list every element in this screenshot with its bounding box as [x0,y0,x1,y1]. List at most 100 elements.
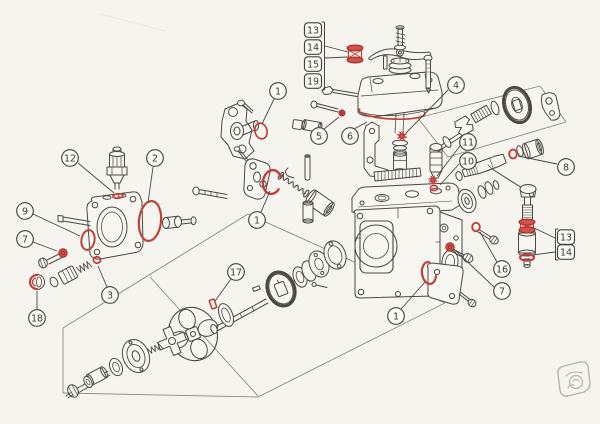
callout-17: 17 [227,263,245,281]
callout-number: 14 [307,42,319,53]
callout-number: 1 [254,215,260,226]
callout-7: 7 [16,230,34,248]
callout-number: 1 [275,86,281,97]
paper-artifacts [99,13,166,32]
callout-number: 13 [560,232,572,243]
callout-6: 6 [341,127,359,145]
frame-line [62,213,249,329]
callout-14: 14 [303,39,323,55]
callout-16: 16 [493,260,511,278]
woodruff-key-17 [208,298,218,310]
callout-1: 1 [269,82,287,100]
callout-number: 7 [499,286,505,297]
callout-13: 13 [303,22,323,38]
leader-line [261,98,275,125]
bottom-cover-plate [427,262,477,308]
callout-bracket [321,21,349,91]
callout-8: 8 [557,158,575,176]
end-cap [36,274,45,290]
support-pin [285,154,311,181]
fuel-cut-solenoid [106,146,128,190]
leader-line [32,213,81,237]
mounting-bolt [57,215,91,226]
paper-scratch [99,13,166,32]
o-ring-3 [92,255,102,265]
callout-number: 13 [307,25,319,36]
callout-number: 2 [152,153,158,164]
o-ring-2 [137,199,163,243]
callout-15: 15 [303,56,323,72]
timer-assembly [65,326,187,399]
snap-ring-1-mid [261,168,282,196]
leader-line [436,145,461,177]
distributor-plunger [429,143,443,179]
callout-number: 16 [496,264,508,275]
seal-12 [112,192,124,200]
callout-number: 17 [230,267,242,278]
governor-seal-4 [397,131,407,141]
long-bolt [192,186,228,199]
frame-line [62,392,259,398]
o-ring-9 [80,229,96,251]
callout-number: 8 [563,162,569,173]
callout-5: 5 [310,127,328,145]
callout-19: 19 [303,73,323,89]
callout-number: 12 [64,153,76,164]
leader-lines [32,21,559,310]
frame-line [417,117,449,158]
callout-3: 3 [101,286,119,304]
callout-number: 7 [22,234,28,245]
callout-number: 15 [307,59,319,70]
callout-9: 9 [16,202,34,220]
seal-16 [471,221,481,233]
highlighted-seal-parts [28,44,536,310]
governor-linkage [363,112,422,182]
callout-number: 14 [560,247,572,258]
callout-11: 11 [459,133,477,151]
callout-number: 5 [316,131,322,142]
leader-line [400,281,426,310]
callout-18: 18 [28,309,46,327]
callout-number: 6 [347,131,353,142]
leader-line [439,163,460,186]
frame-line [447,121,567,158]
callout-1: 1 [248,211,266,229]
leader-line [77,162,115,194]
callout-14: 14 [556,244,576,260]
leader-line [32,241,58,252]
leader-line [517,155,558,165]
input-shaft-assembly [433,85,561,154]
callout-number: 11 [462,137,474,148]
callout-number: 3 [107,290,113,301]
frame-line [257,302,446,398]
regulating-valve-assembly [38,253,93,288]
callout-number: 19 [307,76,319,87]
leader-line [147,166,154,204]
o-ring-1-top [253,122,269,140]
callout-7: 7 [493,282,511,300]
seal-10 [429,184,439,192]
leader-line [214,278,232,302]
callout-number: 4 [453,80,459,91]
leader-line [97,265,108,288]
overflow-seals-13-14 [518,218,536,234]
callout-4: 4 [447,76,465,94]
callout-number: 10 [462,156,474,167]
callout-2: 2 [146,149,164,167]
seal-7-right [445,242,455,252]
o-ring-8 [508,148,518,160]
cap-seal-18 [28,273,39,291]
small-screw-top [237,99,254,114]
leader-line [260,190,271,213]
leader-line [405,89,449,134]
callout-number: 18 [31,313,43,324]
leader-line [479,231,498,263]
leader-line [323,116,340,130]
washer-7-left [58,248,68,258]
callout-1: 1 [387,307,405,325]
callout-10: 10 [459,152,477,170]
watermark-stamp [557,361,591,397]
